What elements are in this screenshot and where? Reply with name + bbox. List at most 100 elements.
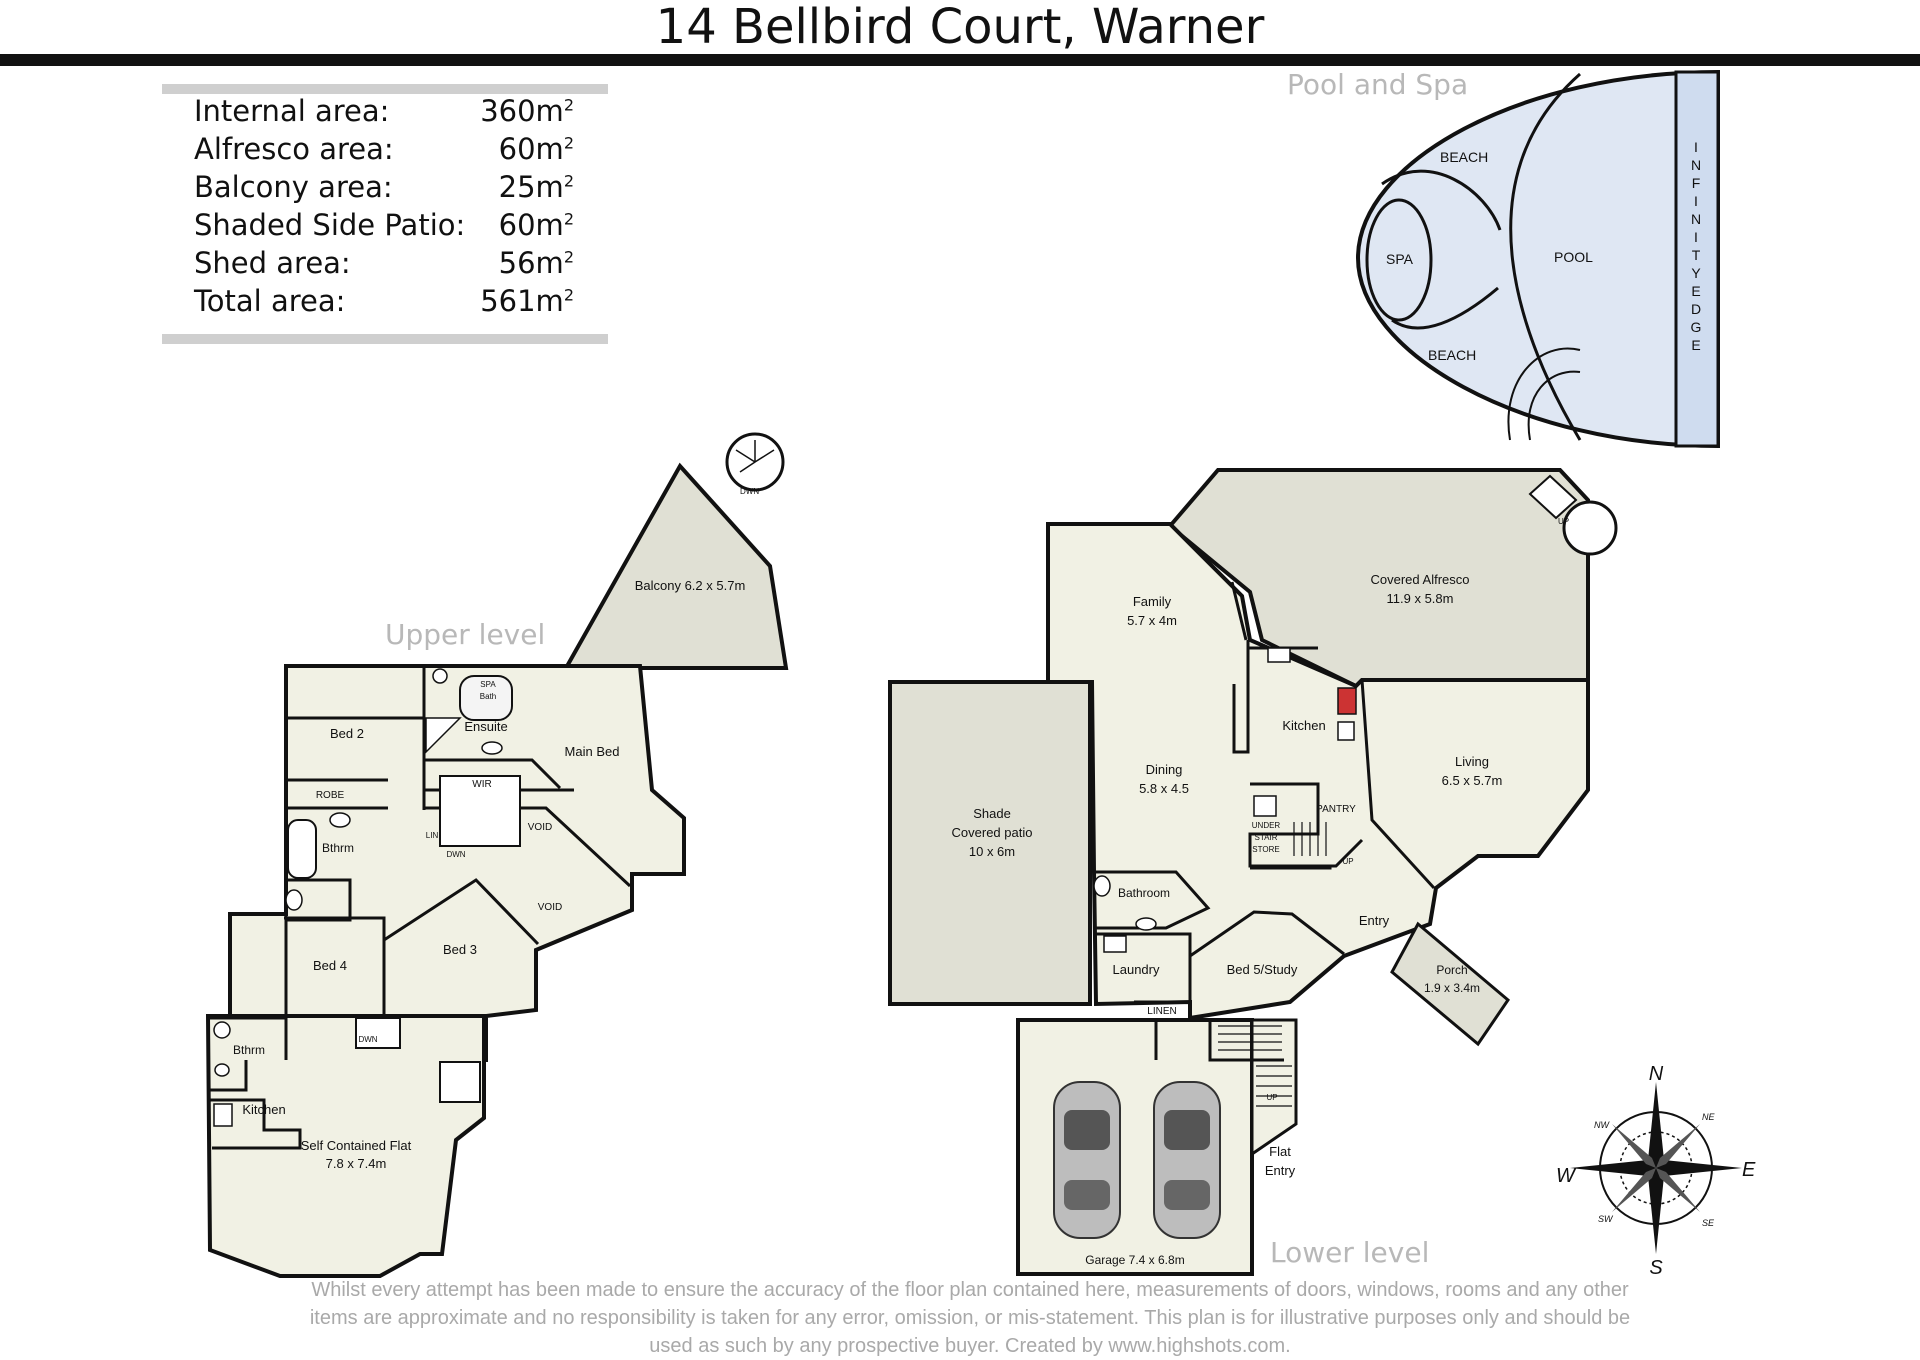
laundry-label: Laundry xyxy=(1113,962,1160,977)
linen-label: LINEN xyxy=(1147,1006,1176,1017)
area-row: Total area: 561m2 xyxy=(194,284,574,322)
garage-label: Garage 7.4 x 6.8m xyxy=(1085,1253,1184,1267)
bed5-label: Bed 5/Study xyxy=(1227,962,1298,977)
lower-level-plan: UP Covered Alfresco 11.9 x 5.8m Family 5… xyxy=(888,468,1618,1276)
compass-sw: SW xyxy=(1598,1214,1614,1224)
dining-label-1: Dining xyxy=(1146,762,1183,777)
spa-bath-label-2: Bath xyxy=(480,692,496,701)
beach-bottom-label: BEACH xyxy=(1428,347,1476,363)
upper-main-body xyxy=(228,664,686,1062)
balcony xyxy=(562,462,789,670)
lower-spiral-stair xyxy=(1562,500,1618,556)
porch xyxy=(1390,921,1511,1047)
shade-covered-patio xyxy=(888,680,1092,1006)
pantry-label: PANTRY xyxy=(1316,804,1356,815)
infinity-edge-letter: N xyxy=(1690,211,1702,227)
main-bed-label: Main Bed xyxy=(565,744,620,759)
stair-dwn-label: DWN xyxy=(740,487,759,496)
compass-e: E xyxy=(1742,1159,1756,1181)
family-label-1: Family xyxy=(1133,594,1172,609)
area-row: Balcony area: 25m2 xyxy=(194,170,574,208)
area-row: Shaded Side Patio:60m2 xyxy=(194,208,574,246)
void-label-1: VOID xyxy=(528,822,552,833)
ensuite-label: Ensuite xyxy=(464,719,507,734)
infinity-edge-letter: E xyxy=(1691,337,1701,353)
entry-label: Entry xyxy=(1359,913,1390,928)
spa-ellipse xyxy=(1365,198,1433,322)
under-stair-label-3: STORE xyxy=(1252,845,1279,854)
infinity-edge-letter: Y xyxy=(1691,265,1701,281)
infinity-edge-letter: E xyxy=(1691,283,1701,299)
bthrm-flat-label: Bthrm xyxy=(233,1043,265,1057)
area-value: 561m2 xyxy=(480,284,574,318)
bed2-label: Bed 2 xyxy=(330,726,364,741)
robe-label: ROBE xyxy=(316,790,345,801)
flat-entry-label-2: Entry xyxy=(1265,1163,1296,1178)
area-value: 60m2 xyxy=(498,208,574,242)
area-value: 360m2 xyxy=(480,94,574,128)
area-row: Internal area: 360m2 xyxy=(194,94,574,132)
infinity-edge-letter: T xyxy=(1691,247,1701,263)
compass-n: N xyxy=(1649,1063,1664,1085)
car-icon xyxy=(1053,1081,1121,1239)
self-contained-flat xyxy=(205,1014,486,1278)
stair-up-label: UP xyxy=(1558,517,1569,526)
area-value: 60m2 xyxy=(498,132,574,166)
spa-bath-label-1: SPA xyxy=(480,680,496,689)
pool-level-label: Pool and Spa xyxy=(1287,68,1469,101)
area-row: Shed area:56m2 xyxy=(194,246,574,284)
beach-divider-bottom xyxy=(1391,286,1499,330)
lower-level-label: Lower level xyxy=(1270,1236,1430,1269)
infinity-edge-letter: F xyxy=(1691,175,1701,191)
dwn-label-1: DWN xyxy=(446,850,465,859)
infinity-edge xyxy=(1674,70,1720,448)
compass-nw: NW xyxy=(1594,1120,1610,1130)
infinity-edge-letter: I xyxy=(1694,193,1698,209)
summary-top-bar xyxy=(162,84,608,94)
summary-bottom-bar xyxy=(162,334,608,344)
area-label: Internal area: xyxy=(194,94,390,128)
pool-beach-divider xyxy=(1509,72,1582,441)
area-label: Balcony area: xyxy=(194,170,393,204)
kitchen-flat-label: Kitchen xyxy=(242,1102,285,1117)
area-row: Alfresco area:60m2 xyxy=(194,132,574,170)
flat-label-2: 7.8 x 7.4m xyxy=(326,1156,387,1171)
infinity-edge-letter: D xyxy=(1690,301,1702,317)
pool-label: POOL xyxy=(1554,249,1593,265)
alfresco-label-2: 11.9 x 5.8m xyxy=(1387,591,1454,606)
dwn-label-2: DWN xyxy=(358,1035,377,1044)
title-rule xyxy=(0,54,1920,66)
area-label: Shed area: xyxy=(194,246,351,280)
infinity-edge-letter: I xyxy=(1694,139,1698,155)
living-label-2: 6.5 x 5.7m xyxy=(1442,773,1503,788)
bthrm-upper-label: Bthrm xyxy=(322,841,354,855)
living-label-1: Living xyxy=(1455,754,1489,769)
alfresco-label-1: Covered Alfresco xyxy=(1371,572,1470,587)
under-stair-label-1: UNDER xyxy=(1252,821,1281,830)
kitchen-label: Kitchen xyxy=(1282,718,1325,733)
up-label-2: UP xyxy=(1266,1093,1277,1102)
flat-entry-label-1: Flat xyxy=(1269,1144,1291,1159)
disclaimer-text: Whilst every attempt has been made to en… xyxy=(309,1279,1631,1357)
spa-label: SPA xyxy=(1386,251,1414,267)
bed4-label: Bed 4 xyxy=(313,958,347,973)
car-icon xyxy=(1153,1081,1221,1239)
compass-w: W xyxy=(1556,1165,1577,1187)
area-value: 25m2 xyxy=(498,170,574,204)
upper-level-label: Upper level xyxy=(385,618,546,651)
up-label-1: UP xyxy=(1342,857,1353,866)
patio-label-3: 10 x 6m xyxy=(969,844,1015,859)
wir-label: WIR xyxy=(472,779,491,790)
compass-s: S xyxy=(1649,1257,1663,1279)
flat-label-1: Self Contained Flat xyxy=(301,1138,412,1153)
area-label: Total area: xyxy=(194,284,346,318)
bed3-label: Bed 3 xyxy=(443,942,477,957)
patio-label-2: Covered patio xyxy=(952,825,1033,840)
infinity-edge-letter: G xyxy=(1690,319,1702,335)
family-label-2: 5.7 x 4m xyxy=(1127,613,1177,628)
infinity-edge-letter: N xyxy=(1690,157,1702,173)
beach-top-label: BEACH xyxy=(1440,149,1488,165)
dining-label-2: 5.8 x 4.5 xyxy=(1139,781,1189,796)
